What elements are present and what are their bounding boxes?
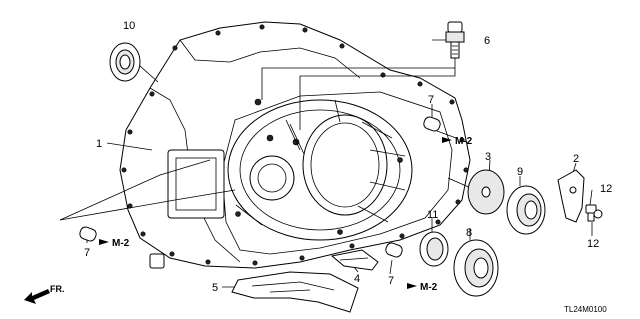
callout-8: 8 bbox=[466, 227, 472, 239]
callout-6: 6 bbox=[484, 35, 490, 47]
section-ref-m2-left[interactable]: M-2 bbox=[112, 238, 130, 249]
callout-5: 5 bbox=[212, 282, 218, 294]
part-8-bearing bbox=[453, 239, 499, 297]
part-3-plate bbox=[467, 169, 505, 215]
callout-2: 2 bbox=[573, 153, 579, 165]
callout-9: 9 bbox=[517, 166, 523, 178]
callout-1: 1 bbox=[96, 138, 102, 150]
front-label: FR. bbox=[50, 284, 65, 294]
part-6-switch bbox=[445, 21, 465, 59]
callout-7-left: 7 bbox=[84, 247, 90, 259]
callout-11: 11 bbox=[427, 209, 438, 221]
callout-10: 10 bbox=[123, 20, 135, 32]
callout-7-top: 7 bbox=[428, 94, 434, 106]
part-7-dowel-pins bbox=[79, 116, 441, 258]
callout-3: 3 bbox=[485, 151, 491, 163]
section-ref-m2-top[interactable]: M-2 bbox=[455, 136, 473, 147]
part-12-bolts bbox=[585, 204, 603, 222]
callout-12-bottom: 12 bbox=[587, 238, 599, 250]
part-2-fork bbox=[557, 169, 585, 223]
front-indicator: FR. bbox=[24, 284, 65, 304]
clutch-housing bbox=[119, 21, 471, 269]
part-11-bearing bbox=[419, 231, 449, 267]
callout-labels: 1 2 3 4 5 6 7 7 7 8 9 10 11 12 12 bbox=[84, 20, 612, 294]
front-arrow-icon bbox=[24, 289, 50, 304]
callout-4: 4 bbox=[354, 273, 360, 285]
part-9-bearing bbox=[506, 185, 546, 235]
section-references[interactable]: M-2 M-2 M-2 bbox=[99, 136, 473, 293]
part-5-guide bbox=[231, 271, 359, 313]
callout-12-top: 12 bbox=[600, 183, 612, 195]
diagram-code: TL24M0100 bbox=[564, 305, 607, 314]
part-4-bracket bbox=[330, 249, 379, 271]
part-10-oil-seal bbox=[109, 42, 141, 82]
callout-7-bottom: 7 bbox=[388, 275, 394, 287]
section-ref-m2-bottom[interactable]: M-2 bbox=[420, 282, 438, 293]
